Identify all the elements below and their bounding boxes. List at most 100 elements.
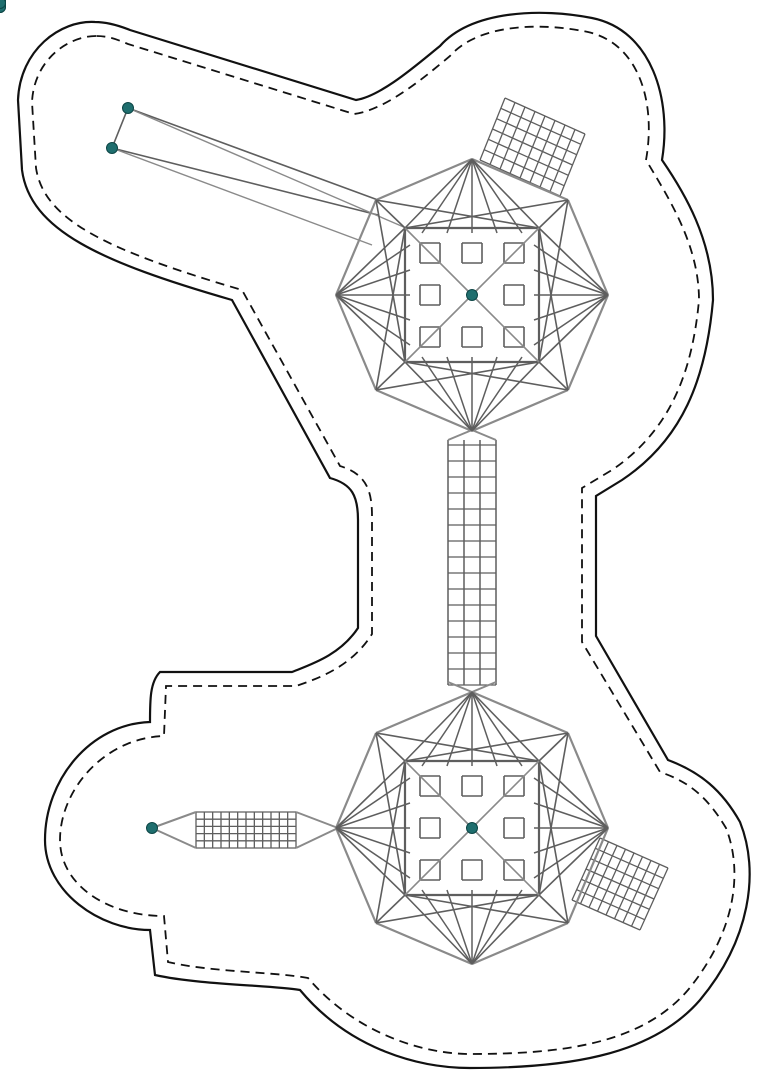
lower-tower-rope — [538, 732, 569, 762]
lower-tower-rope — [404, 894, 473, 965]
upper-tower-rope — [335, 294, 411, 321]
climbing-net-bottom — [581, 878, 650, 910]
climbing-net-top — [496, 118, 577, 156]
anchor-node — [466, 289, 478, 301]
upper-tower-rope — [538, 227, 609, 296]
lower-tower-rope — [404, 691, 473, 762]
upper-tower-rope — [375, 199, 406, 363]
upper-tower-rope — [375, 199, 406, 229]
anchor-node — [146, 822, 158, 834]
upper-tower-rope — [533, 294, 609, 321]
bridge-rope — [151, 827, 197, 849]
upper-tower-rope — [375, 388, 473, 433]
lower-tower-rope — [375, 732, 540, 762]
lower-tower-rope — [404, 827, 473, 896]
lower-tower-rope — [335, 760, 406, 829]
lower-tower-rope — [334, 732, 378, 829]
anchor-node — [106, 142, 118, 154]
lower-tower-rope — [471, 760, 540, 829]
upper-tower-rope — [404, 227, 473, 296]
lower-tower-rope — [533, 827, 609, 854]
lower-tower-rope — [533, 827, 609, 879]
upper-tower-rope — [404, 158, 473, 229]
upper-tower-rope — [566, 294, 610, 391]
lower-tower-rope — [538, 894, 569, 924]
upper-tower-rope — [404, 294, 473, 363]
anchor-nodes — [0, 0, 478, 834]
connecting-net — [447, 681, 473, 693]
climbing-net-top — [504, 97, 586, 135]
upper-tower-rope — [471, 388, 569, 433]
anchor-node — [466, 822, 478, 834]
upper-tower-rope — [335, 269, 411, 296]
climbing-net-top — [492, 128, 573, 166]
outer-boundary-line — [16, 11, 751, 1070]
upper-tower-rope — [538, 294, 609, 363]
lower-tower-rope — [566, 732, 610, 829]
lower-tower-rope — [404, 894, 569, 924]
climbing-net-bottom — [599, 837, 669, 869]
lower-tower-rope — [471, 691, 523, 767]
upper-tower-rope — [335, 294, 411, 346]
lower-tower-rope — [471, 690, 569, 735]
lower-tower-rope — [471, 889, 523, 965]
lower-tower-rope — [404, 732, 569, 762]
upper-tower-rope — [446, 356, 473, 432]
upper-tower-rope — [335, 294, 406, 363]
lower-tower-rope — [471, 691, 498, 767]
lower-tower-rope — [471, 894, 540, 965]
lower-tower-rope — [334, 827, 378, 924]
bridge-rope — [295, 827, 339, 849]
lower-tower-rope — [335, 827, 411, 854]
rope-structures — [111, 97, 669, 966]
lower-tower-rope — [533, 777, 609, 829]
bridge-rope — [151, 811, 197, 829]
anchor-node — [122, 102, 134, 114]
anchor-node — [0, 0, 6, 9]
upper-tower-rope — [533, 269, 609, 296]
upper-tower-rope — [538, 361, 569, 391]
lower-tower-rope — [375, 690, 473, 735]
connecting-net — [447, 429, 473, 441]
climbing-net-top — [488, 138, 569, 176]
climbing-net-bottom — [576, 889, 645, 921]
upper-tower-rope — [421, 356, 473, 432]
upper-tower-rope — [421, 158, 473, 234]
upper-tower-rope — [533, 294, 609, 346]
lower-tower-rope — [375, 921, 473, 966]
upper-tower-rope — [404, 361, 569, 391]
lower-tower-rope — [335, 827, 411, 879]
climbing-net-top — [500, 107, 582, 145]
lower-tower-rope — [375, 894, 540, 924]
upper-tower-rope — [533, 244, 609, 296]
connecting-net — [471, 681, 497, 693]
upper-tower-rope — [566, 199, 610, 296]
lower-tower-rope — [471, 889, 498, 965]
upper-tower-rope — [334, 199, 378, 296]
bridge-rope — [295, 811, 339, 829]
lower-tower-rope — [471, 921, 569, 966]
lower-tower-rope — [335, 827, 406, 896]
lower-tower-rope — [538, 760, 569, 924]
climbing-net-top — [483, 149, 565, 187]
upper-tower-rope — [375, 361, 540, 391]
lower-tower-rope — [471, 691, 540, 762]
traverse-rope — [127, 107, 379, 201]
lower-tower-rope — [421, 889, 473, 965]
upper-tower-rope — [471, 157, 569, 202]
traverse-rope — [111, 147, 373, 246]
upper-tower-rope — [334, 294, 378, 391]
upper-tower-rope — [375, 199, 540, 229]
upper-tower-rope — [471, 356, 498, 432]
connecting-net — [471, 429, 497, 441]
upper-tower-rope — [404, 199, 569, 229]
lower-tower-rope — [335, 802, 411, 829]
lower-tower-rope — [446, 889, 473, 965]
lower-tower-rope — [471, 827, 540, 896]
lower-tower-rope — [404, 760, 473, 829]
lower-tower-rope — [375, 894, 406, 924]
upper-tower-rope — [335, 244, 411, 296]
upper-tower-rope — [375, 361, 406, 391]
